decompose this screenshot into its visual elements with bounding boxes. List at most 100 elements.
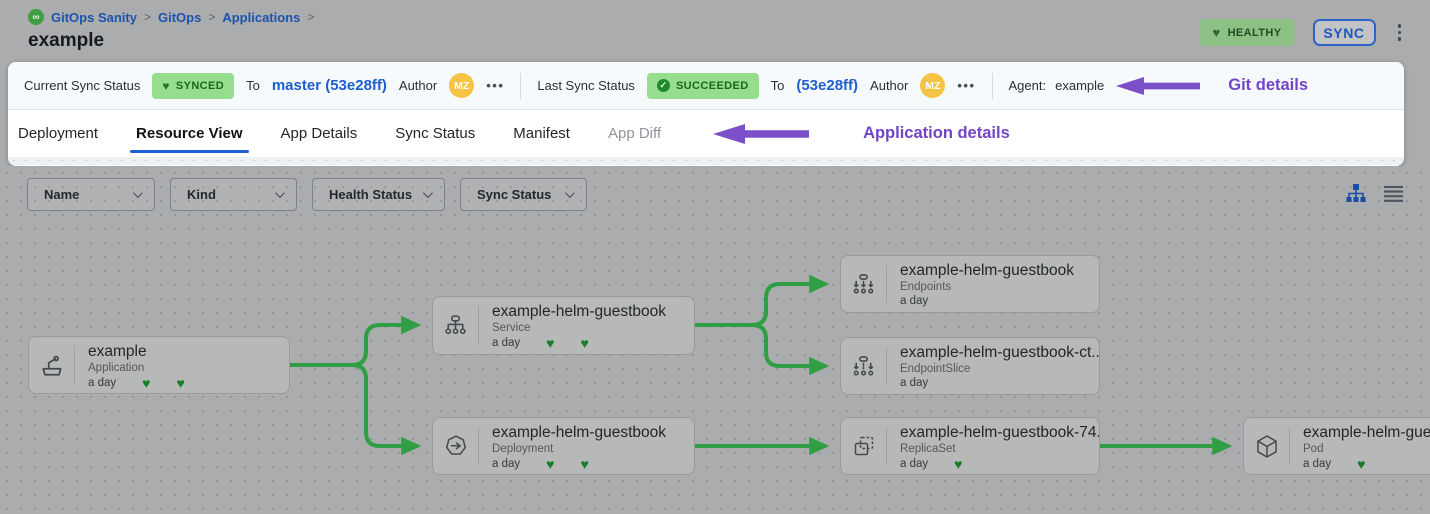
author-avatar: MZ (920, 73, 946, 98)
tab-bar: Deployment Resource View App Details Syn… (8, 110, 1404, 157)
tree-node-deployment[interactable]: example-helm-guestbook Deployment a day … (432, 417, 695, 475)
chevron-down-icon (274, 188, 285, 199)
node-title: example-helm-guestbook (492, 303, 667, 320)
node-kind: Pod (1303, 443, 1324, 455)
replicaset-icon (841, 427, 887, 465)
node-kind: Deployment (492, 443, 554, 455)
tab-app-details[interactable]: App Details (280, 125, 358, 142)
page-title: example (28, 30, 105, 51)
tab-resource-view[interactable]: Resource View (130, 110, 249, 157)
divider (991, 72, 993, 99)
breadcrumb: ∞ GitOps Sanity > GitOps > Applications … (28, 9, 1404, 25)
filter-kind-dropdown[interactable]: Kind (170, 178, 297, 211)
application-details-annotation: Application details (863, 124, 1010, 142)
tab-manifest[interactable]: Manifest (513, 125, 570, 142)
to-label: To (770, 78, 785, 93)
endpointslice-icon (841, 347, 887, 385)
filter-label: Name (44, 187, 80, 202)
node-kind: Application (88, 362, 145, 374)
panel-bottom-strip (8, 157, 1404, 165)
synced-badge-label: SYNCED (175, 79, 225, 92)
breadcrumb-link-gitops[interactable]: GitOps (157, 9, 202, 25)
author-avatar: MZ (449, 73, 475, 98)
tree-view-icon[interactable] (1346, 184, 1366, 203)
application-icon (29, 346, 75, 384)
tree-node-application[interactable]: example Application a day ♥ ♥ (28, 336, 290, 394)
last-sync-label: Last Sync Status (537, 78, 635, 93)
tree-node-endpoints[interactable]: example-helm-guestbook Endpoints a day (840, 255, 1100, 313)
node-age: a day (900, 458, 929, 470)
to-label: To (246, 78, 260, 93)
health-heart-icon: ♥ (954, 456, 963, 472)
chevron-down-icon (422, 188, 433, 199)
breadcrumb-link-gitops-sanity[interactable]: GitOps Sanity (51, 9, 137, 25)
node-title: example (88, 343, 147, 360)
tree-node-replicaset[interactable]: example-helm-guestbook-74... ReplicaSet … (840, 417, 1100, 475)
current-sync-label: Current Sync Status (24, 78, 141, 93)
node-age: a day (900, 295, 929, 307)
agent-value: example (1055, 78, 1105, 93)
tab-sync-status[interactable]: Sync Status (395, 125, 476, 142)
node-kind: EndpointSlice (900, 363, 971, 375)
node-age: a day (492, 337, 521, 349)
health-heart-icon: ♥ (142, 375, 151, 391)
node-age: a day (900, 377, 929, 389)
tree-node-endpointslice[interactable]: example-helm-guestbook-ct... EndpointSli… (840, 337, 1100, 395)
breadcrumb-separator: > (307, 10, 315, 24)
application-details-arrow-icon (713, 123, 810, 144)
filter-label: Kind (187, 187, 216, 202)
sync-button[interactable]: SYNC (1312, 19, 1376, 46)
tree-node-pod[interactable]: example-helm-guest Pod a day ♥ (1243, 417, 1430, 475)
filter-name-dropdown[interactable]: Name (27, 178, 155, 211)
breadcrumb-separator: > (143, 10, 151, 24)
node-title: example-helm-guestbook-74... (900, 424, 1099, 441)
node-age: a day (1303, 458, 1332, 470)
succeeded-badge-label: SUCCEEDED (675, 79, 749, 92)
tree-node-service[interactable]: example-helm-guestbook Service a day ♥ ♥ (432, 296, 695, 355)
top-header: ∞ GitOps Sanity > GitOps > Applications … (0, 0, 1430, 62)
breadcrumb-link-applications[interactable]: Applications (222, 9, 301, 25)
health-heart-icon: ♥ (546, 335, 555, 351)
app-header-panel: Current Sync Status ♥ SYNCED To master (… (8, 62, 1404, 166)
health-heart-icon: ♥ (1357, 456, 1366, 472)
filter-health-status-dropdown[interactable]: Health Status (312, 178, 445, 211)
node-title: example-helm-guestbook-ct... (900, 344, 1099, 361)
health-heart-icon: ♥ (546, 456, 555, 472)
list-view-icon[interactable] (1384, 185, 1403, 203)
agent-label: Agent: (1008, 78, 1047, 93)
deployment-icon (433, 427, 479, 465)
chevron-down-icon (132, 188, 143, 199)
node-kind: Service (492, 322, 531, 334)
kebab-menu-icon[interactable] (1395, 21, 1405, 44)
more-options-icon[interactable]: ••• (486, 78, 505, 93)
more-options-icon[interactable]: ••• (957, 78, 976, 93)
author-label: Author (870, 78, 909, 93)
gitops-logo-icon: ∞ (28, 9, 44, 25)
current-revision-link[interactable]: master (53e28ff) (271, 77, 387, 94)
git-details-arrow-icon (1116, 76, 1201, 95)
node-age: a day (492, 458, 521, 470)
synced-badge: ♥ SYNCED (152, 72, 235, 99)
health-status-badge: ♥ HEALTHY (1200, 19, 1294, 46)
breadcrumb-separator: > (208, 10, 216, 24)
chevron-down-icon (564, 188, 575, 199)
filter-label: Sync Status (477, 187, 552, 202)
node-age: a day (88, 377, 117, 389)
filter-label: Health Status (329, 187, 413, 202)
sync-heart-icon: ♥ (580, 335, 589, 351)
health-badge-label: HEALTHY (1227, 26, 1282, 39)
sync-status-bar: Current Sync Status ♥ SYNCED To master (… (8, 62, 1404, 110)
last-revision-link[interactable]: (53e28ff) (796, 77, 859, 94)
node-kind: Endpoints (900, 281, 952, 293)
filter-sync-status-dropdown[interactable]: Sync Status (460, 178, 587, 211)
tab-deployment[interactable]: Deployment (18, 125, 99, 142)
author-label: Author (398, 78, 438, 93)
endpoints-icon (841, 265, 887, 303)
divider (520, 72, 522, 99)
node-title: example-helm-guestbook (900, 262, 1075, 279)
tab-app-diff[interactable]: App Diff (607, 125, 662, 142)
node-kind: ReplicaSet (900, 443, 956, 455)
pod-icon (1244, 427, 1290, 465)
filter-bar: Name Kind Health Status Sync Status (27, 178, 587, 211)
node-title: example-helm-guest (1303, 424, 1430, 441)
